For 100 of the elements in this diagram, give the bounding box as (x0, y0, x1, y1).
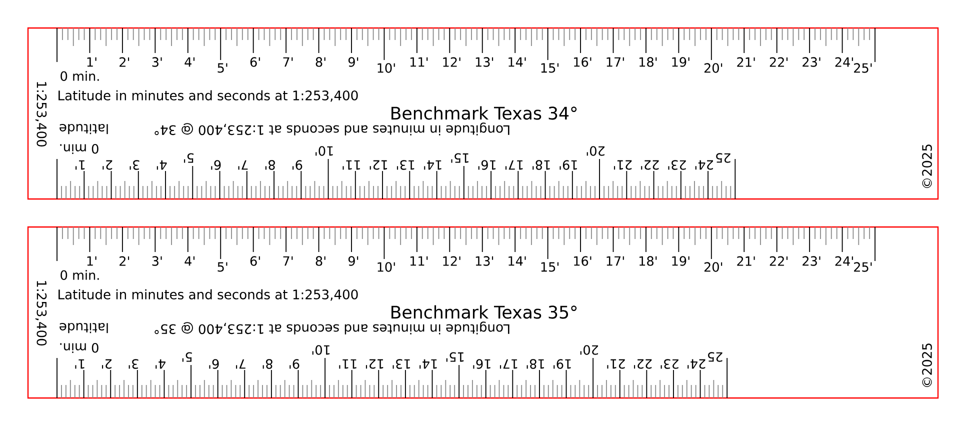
tick-label: 13' (476, 57, 494, 67)
tick-label: 15' (541, 262, 558, 272)
tick-label: 24' (835, 256, 853, 266)
tick-label: 0 min. (60, 270, 99, 280)
tick-label: 16' (478, 160, 496, 170)
tick-label: 9' (292, 160, 302, 170)
tick-label: 21' (737, 57, 755, 67)
tick-label: 15' (451, 153, 468, 163)
tick-label: 11' (342, 160, 360, 170)
tick-label: 4' (184, 256, 194, 266)
tick-label: 23' (668, 160, 686, 170)
tick-label: 15' (541, 63, 558, 73)
scale-caption: Latitude in minutes and seconds at 1:253,400 (58, 289, 358, 301)
tick-label: 22' (634, 359, 652, 369)
tick-label: 22' (770, 57, 788, 67)
tick-label: 22' (770, 256, 788, 266)
tick-label: 12' (443, 57, 460, 67)
tick-label: 17' (606, 57, 624, 67)
tick-label: 8' (265, 160, 275, 170)
ruler-card (27, 226, 939, 399)
copyright-notice: ©2025 (922, 144, 932, 188)
tick-label: 3' (128, 359, 138, 369)
tick-label: 18' (526, 359, 544, 369)
scale-caption: Longitude in minutes and seconds at 1:253,400 @ 34° (154, 122, 510, 136)
tick-label: 24' (688, 359, 706, 369)
tick-label: 4' (156, 160, 167, 170)
tick-label: 5' (218, 262, 228, 272)
tick-label: 2' (120, 57, 130, 67)
tick-label: 7' (236, 359, 246, 369)
ruler-title: Benchmark Texas 34° (392, 106, 577, 120)
tick-label: 19' (554, 359, 571, 369)
tick-label: 2' (102, 359, 112, 369)
tick-label: 14' (424, 160, 442, 170)
tick-label: 4' (184, 57, 194, 67)
tick-label: 21' (737, 256, 755, 266)
scale-ratio: 1:253,400 (35, 281, 47, 346)
tick-label: 12' (370, 160, 388, 170)
tick-label: 9' (348, 57, 358, 67)
tick-label: 14' (420, 359, 437, 369)
tick-label: 0 min. (60, 343, 98, 353)
tick-label: 3' (152, 57, 162, 67)
tick-label: 10' (312, 345, 330, 355)
tick-label: 21' (614, 160, 632, 170)
tick-label: 19' (672, 256, 690, 266)
tick-label: 19' (560, 160, 577, 170)
tick-label: 6' (250, 57, 260, 67)
copyright-notice: ©2025 (922, 344, 932, 387)
tick-label: 6' (250, 256, 260, 266)
tick-label: 5' (182, 352, 192, 362)
tick-label: 6' (209, 359, 219, 369)
scale-ratio: 1:253,400 (35, 82, 47, 146)
tick-label: 23' (660, 359, 678, 369)
tick-label: 8' (316, 57, 326, 67)
tick-label: 11' (410, 57, 428, 67)
tick-label: 20' (704, 63, 722, 73)
tick-label: 0 min. (60, 71, 99, 81)
tick-label: 10' (316, 146, 333, 156)
tick-label: 5' (218, 63, 228, 73)
tick-label: 16' (473, 359, 490, 369)
tick-label: 17' (505, 160, 523, 170)
tick-label: 16' (574, 57, 592, 67)
tick-label: 4' (156, 359, 166, 369)
tick-label: 11' (339, 359, 356, 369)
tick-label: 20' (704, 262, 722, 272)
tick-label: 14' (508, 256, 526, 266)
tick-label: 18' (639, 256, 657, 266)
tick-label: 2' (120, 256, 130, 266)
tick-label: 14' (508, 57, 526, 67)
tick-label: 1' (87, 57, 96, 67)
tick-label: 12' (366, 359, 384, 369)
tick-label: 7' (238, 160, 248, 170)
tick-label: 5' (184, 153, 194, 163)
tick-label: 7' (283, 57, 293, 67)
tick-label: 0 min. (60, 144, 98, 154)
tick-label: 3' (152, 256, 162, 266)
tick-label: 18' (532, 160, 550, 170)
tick-label: 1' (87, 256, 96, 266)
tick-label: 8' (316, 256, 326, 266)
tick-label: 9' (348, 256, 358, 266)
tick-label: 7' (283, 256, 293, 266)
tick-label: 16' (574, 256, 592, 266)
ruler-title: Benchmark Texas 35° (392, 305, 577, 319)
tick-label: 13' (392, 359, 410, 369)
tick-label: 24' (835, 57, 853, 67)
tick-label: 13' (396, 160, 414, 170)
tick-label: 21' (607, 359, 625, 369)
scale-caption: Latitude in minutes and seconds at 1:253,400 (58, 90, 358, 102)
tick-label: 11' (410, 256, 428, 266)
tick-label: 15' (446, 352, 464, 362)
tick-label: 23' (802, 256, 820, 266)
ruler-card (27, 27, 939, 200)
tick-label: 1' (75, 359, 84, 369)
tick-label: 20' (580, 345, 598, 355)
tick-label: 25' (854, 63, 872, 73)
tick-label: 24' (695, 160, 713, 170)
tick-label: 1' (76, 160, 85, 170)
tick-label: 23' (802, 57, 820, 67)
tick-label: 12' (443, 256, 460, 266)
tick-label: 17' (500, 359, 518, 369)
tick-label: 25 (716, 153, 730, 163)
